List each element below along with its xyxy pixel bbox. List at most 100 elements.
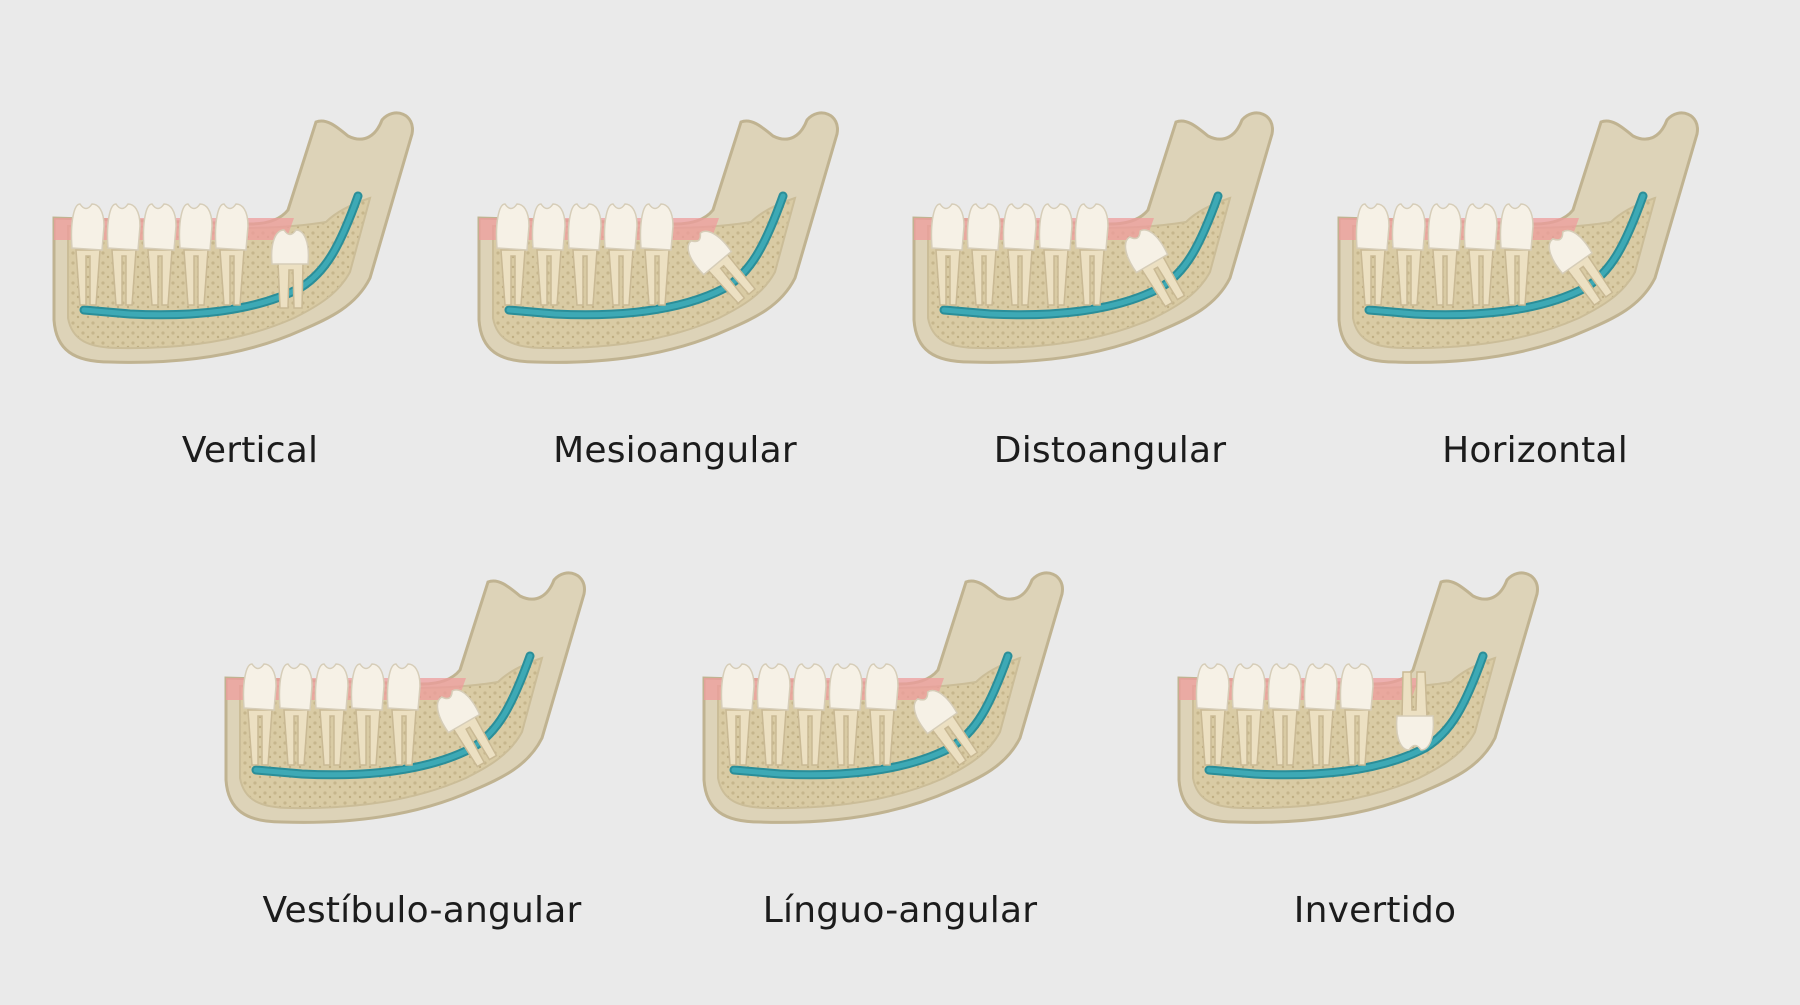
jaw-illustration-invertido [1177, 571, 1539, 824]
panel-invertido: Invertido [1165, 560, 1615, 990]
tooth-crown [930, 203, 965, 251]
erupted-tooth [567, 203, 602, 306]
tooth-root [283, 709, 309, 766]
tooth-crown [314, 663, 349, 711]
tooth-root [1468, 249, 1494, 306]
panel-label-distoangular: Distoangular [993, 430, 1227, 471]
panel-horizontal: Horizontal [1325, 100, 1775, 530]
erupted-tooth [386, 663, 421, 766]
tooth-root [391, 709, 417, 766]
tooth-root [247, 709, 273, 766]
tooth-root [608, 249, 634, 306]
tooth-crown [603, 203, 638, 251]
erupted-tooth [495, 203, 530, 306]
panel-label-invertido: Invertido [1293, 890, 1457, 931]
panel-vertical: Vertical [40, 100, 490, 530]
erupted-tooth [1391, 203, 1426, 306]
panel-label-vertical: Vertical [181, 430, 319, 471]
tooth-crown [1231, 663, 1266, 711]
tooth-crown [1195, 663, 1230, 711]
erupted-tooth [214, 203, 249, 306]
tooth-crown [720, 663, 755, 711]
erupted-tooth [1038, 203, 1073, 306]
erupted-tooth [1074, 203, 1109, 306]
tooth-root [833, 709, 859, 766]
tooth-root [147, 249, 173, 306]
panel-label-vestibulo-angular: Vestíbulo-angular [262, 890, 582, 931]
tooth-root [111, 249, 137, 306]
tooth-crown [350, 663, 385, 711]
erupted-tooth [756, 663, 791, 766]
nerve-canal [506, 193, 786, 318]
panel-label-linguo-angular: Línguo-angular [762, 890, 1038, 931]
erupted-tooth [1231, 663, 1266, 766]
impacted-tooth-crown [687, 230, 733, 276]
impacted-tooth-root [1401, 671, 1428, 719]
tooth-root [725, 709, 751, 766]
tooth-crown [178, 203, 213, 251]
impacted-tooth-crown [1395, 715, 1435, 751]
tooth-crown [1002, 203, 1037, 251]
tooth-crown [1339, 663, 1374, 711]
tooth-crown [864, 663, 899, 711]
impacted-third-molar [687, 230, 757, 305]
tooth-root [1432, 249, 1458, 306]
tooth-root [75, 249, 101, 306]
nerve-canal [941, 193, 1221, 318]
tooth-crown [495, 203, 530, 251]
tooth-root [536, 249, 562, 306]
erupted-tooth [1463, 203, 1498, 306]
erupted-tooth [1267, 663, 1302, 766]
tooth-root [1043, 249, 1069, 306]
tooth-root [1236, 709, 1262, 766]
tooth-crown [966, 203, 1001, 251]
tooth-crown [278, 663, 313, 711]
tooth-crown [242, 663, 277, 711]
tooth-crown [531, 203, 566, 251]
tooth-crown [1303, 663, 1338, 711]
erupted-tooth [242, 663, 277, 766]
nerve-canal [81, 193, 361, 318]
tooth-root [219, 249, 245, 306]
jaw-illustration-vertical [52, 111, 414, 364]
panel-label-mesioangular: Mesioangular [553, 430, 797, 471]
erupted-tooth [792, 663, 827, 766]
panel-label-horizontal: Horizontal [1442, 430, 1628, 471]
impacted-tooth-root [706, 252, 757, 305]
erupted-tooth [864, 663, 899, 766]
tooth-root [797, 709, 823, 766]
tooth-crown [639, 203, 674, 251]
tooth-root [1504, 249, 1530, 306]
impacted-tooth-root [1565, 253, 1614, 307]
tooth-root [1360, 249, 1386, 306]
tooth-crown [1074, 203, 1109, 251]
erupted-tooth [828, 663, 863, 766]
tooth-root [1200, 709, 1226, 766]
nerve-canal [253, 653, 533, 778]
tooth-crown [792, 663, 827, 711]
tooth-root [644, 249, 670, 306]
erupted-tooth [639, 203, 674, 306]
erupted-tooth [70, 203, 105, 306]
impacted-third-molar [913, 689, 979, 767]
tooth-root [1079, 249, 1105, 306]
panel-mesioangular: Mesioangular [465, 100, 915, 530]
panel-vestibulo-angular: Vestíbulo-angular [212, 560, 662, 990]
nerve-canal [1206, 653, 1486, 778]
tooth-root [500, 249, 526, 306]
tooth-root [319, 709, 345, 766]
tooth-crown [1391, 203, 1426, 251]
tooth-root [1272, 709, 1298, 766]
impacted-tooth-root [277, 261, 304, 309]
tooth-crown [1355, 203, 1390, 251]
jaw-illustration-distoangular [912, 111, 1274, 364]
erupted-tooth [1303, 663, 1338, 766]
erupted-tooth [106, 203, 141, 306]
impacted-tooth-crown [270, 229, 310, 265]
impacted-tooth-crown [1124, 229, 1169, 274]
tooth-root [935, 249, 961, 306]
tooth-root [869, 709, 895, 766]
impacted-tooth-crown [436, 689, 481, 734]
tooth-crown [828, 663, 863, 711]
